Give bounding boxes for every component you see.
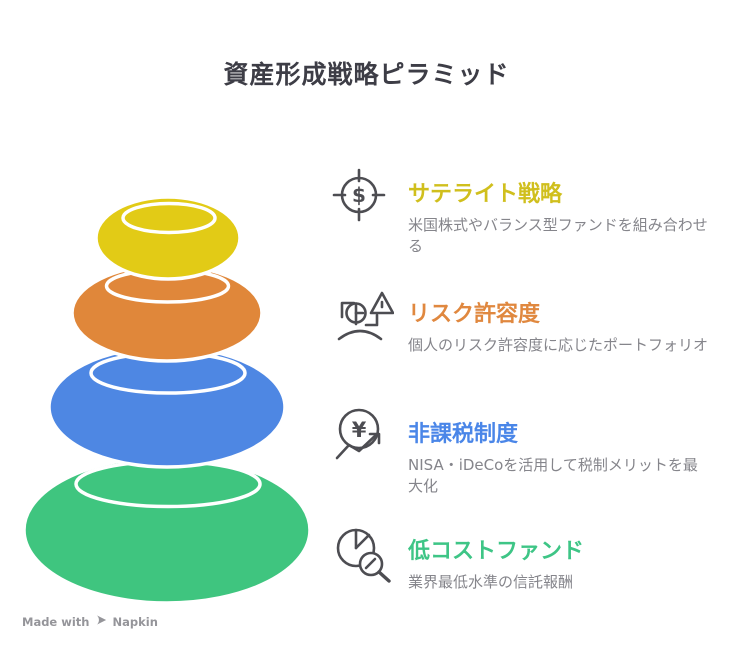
- pyramid-layer-top-rim: [121, 201, 217, 235]
- napkin-pen-icon: [95, 613, 108, 630]
- svg-text:$: $: [352, 183, 366, 207]
- made-with-napkin-credit: Made with Napkin: [22, 613, 158, 630]
- legend-item-text: 非課税制度 NISA・iDeCoを活用して税制メリットを最大化: [408, 406, 708, 497]
- risk-gauge-icon: [332, 286, 395, 352]
- legend-item-description: NISA・iDeCoを活用して税制メリットを最大化: [408, 456, 698, 495]
- legend-item-title: 低コストファンド: [408, 539, 585, 564]
- target-dollar-icon: $: [332, 166, 394, 232]
- napkin-brand-label: Napkin: [112, 614, 158, 629]
- legend-item-risk-tolerance: リスク許容度 個人のリスク許容度に応じたポートフォリオ: [330, 286, 716, 356]
- legend-item-description: 個人のリスク許容度に応じたポートフォリオ: [408, 336, 709, 354]
- legend-item-title: リスク許容度: [408, 302, 541, 327]
- legend-item-title: 非課税制度: [408, 422, 519, 447]
- legend-item-description: 米国株式やバランス型ファンドを組み合わせる: [408, 216, 708, 255]
- pie-search-icon: [332, 523, 394, 589]
- yen-growth-icon: ¥: [332, 406, 394, 472]
- legend-item-text: 低コストファンド 業界最低水準の信託報酬: [408, 523, 708, 593]
- legend-item-description: 業界最低水準の信託報酬: [408, 573, 574, 591]
- legend-item-low-cost-fund: 低コストファンド 業界最低水準の信託報酬: [330, 523, 716, 593]
- legend-item-satellite-strategy: $ サテライト戦略 米国株式やバランス型ファンドを組み合わせる: [330, 166, 716, 257]
- svg-text:¥: ¥: [352, 418, 367, 442]
- legend-item-title: サテライト戦略: [408, 182, 563, 207]
- legend-item-tax-free: ¥ 非課税制度 NISA・iDeCoを活用して税制メリットを最大化: [330, 406, 716, 497]
- legend-item-text: リスク許容度 個人のリスク許容度に応じたポートフォリオ: [408, 286, 708, 356]
- legend-item-text: サテライト戦略 米国株式やバランス型ファンドを組み合わせる: [408, 166, 708, 257]
- page-title: 資産形成戦略ピラミッド: [223, 60, 510, 89]
- made-with-label: Made with: [22, 614, 90, 629]
